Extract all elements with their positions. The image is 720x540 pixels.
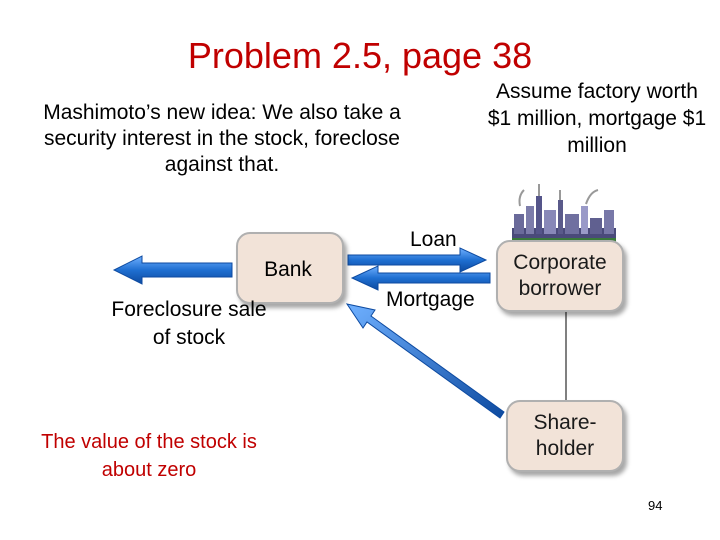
factory-skyline-icon bbox=[512, 184, 616, 244]
value-note: The value of the stock is about zero bbox=[41, 431, 257, 481]
assumption-text: Assume factory worth $1 million, mortgag… bbox=[487, 80, 707, 157]
loan-arrow bbox=[347, 247, 488, 273]
bank-label: Bank bbox=[264, 258, 312, 281]
mortgage-label: Mortgage bbox=[386, 288, 475, 311]
shareholder-node bbox=[506, 400, 624, 472]
mortgage-arrow bbox=[350, 265, 491, 291]
bank-node bbox=[236, 232, 344, 304]
idea-text: Mashimoto’s new idea: We also take a sec… bbox=[43, 101, 401, 176]
corporate-borrower-label: Corporate borrower bbox=[513, 251, 607, 300]
pledge-arrow bbox=[345, 303, 505, 419]
foreclosure-arrow bbox=[112, 255, 233, 285]
loan-label: Loan bbox=[410, 228, 457, 251]
slide-title: Problem 2.5, page 38 bbox=[187, 35, 533, 76]
page-number: 94 bbox=[648, 498, 663, 513]
shareholder-label: Share-holder bbox=[533, 411, 597, 460]
corporate-borrower-node bbox=[496, 240, 624, 312]
foreclosure-label: Foreclosure sale of stock bbox=[111, 298, 267, 349]
